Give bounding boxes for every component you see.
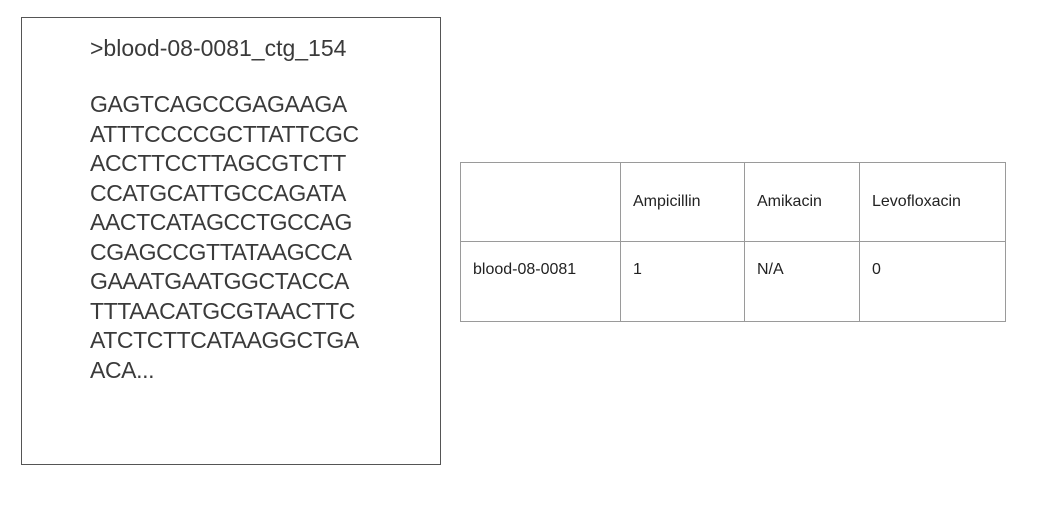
column-header-sample bbox=[460, 162, 621, 242]
cell-ampicillin: 1 bbox=[620, 241, 745, 322]
sequence-line: CGAGCCGTTATAAGCCA bbox=[90, 238, 352, 265]
cell-amikacin: N/A bbox=[744, 241, 860, 322]
cell-sample-id: blood-08-0081 bbox=[460, 241, 621, 322]
cell-levofloxacin: 0 bbox=[859, 241, 1006, 322]
sequence-line: ACCTTCCTTAGCGTCTT bbox=[90, 150, 346, 176]
sequence-line: ATCTCTTCATAAGGCTGA bbox=[90, 327, 359, 353]
column-header-ampicillin: Ampicillin bbox=[620, 162, 745, 242]
sequence-line: ACA... bbox=[90, 356, 155, 383]
sequence-panel: >blood-08-0081_ctg_154 GAGTCAGCCGAGAAGA … bbox=[21, 17, 441, 465]
sequence-line: GAAATGAATGGCTACCA bbox=[90, 268, 350, 294]
sequence-line: AACTCATAGCCTGCCAG bbox=[90, 209, 352, 235]
resistance-table: Ampicillin Amikacin Levofloxacin blood-0… bbox=[460, 162, 1006, 322]
table-header-row: Ampicillin Amikacin Levofloxacin bbox=[460, 162, 1006, 242]
sequence-header: >blood-08-0081_ctg_154 bbox=[90, 35, 347, 61]
sequence-body: GAGTCAGCCGAGAAGA ATTTCCCCGCTTATTCGC ACCT… bbox=[90, 90, 359, 385]
column-header-amikacin: Amikacin bbox=[744, 162, 860, 242]
table-row: blood-08-0081 1 N/A 0 bbox=[460, 241, 1006, 322]
sequence-line: CCATGCATTGCCAGATA bbox=[90, 179, 346, 206]
sequence-line: GAGTCAGCCGAGAAGA bbox=[90, 91, 347, 117]
column-header-levofloxacin: Levofloxacin bbox=[859, 162, 1006, 242]
sequence-line: ATTTCCCCGCTTATTCGC bbox=[90, 120, 359, 147]
sequence-line: TTTAACATGCGTAACTTC bbox=[90, 297, 355, 324]
